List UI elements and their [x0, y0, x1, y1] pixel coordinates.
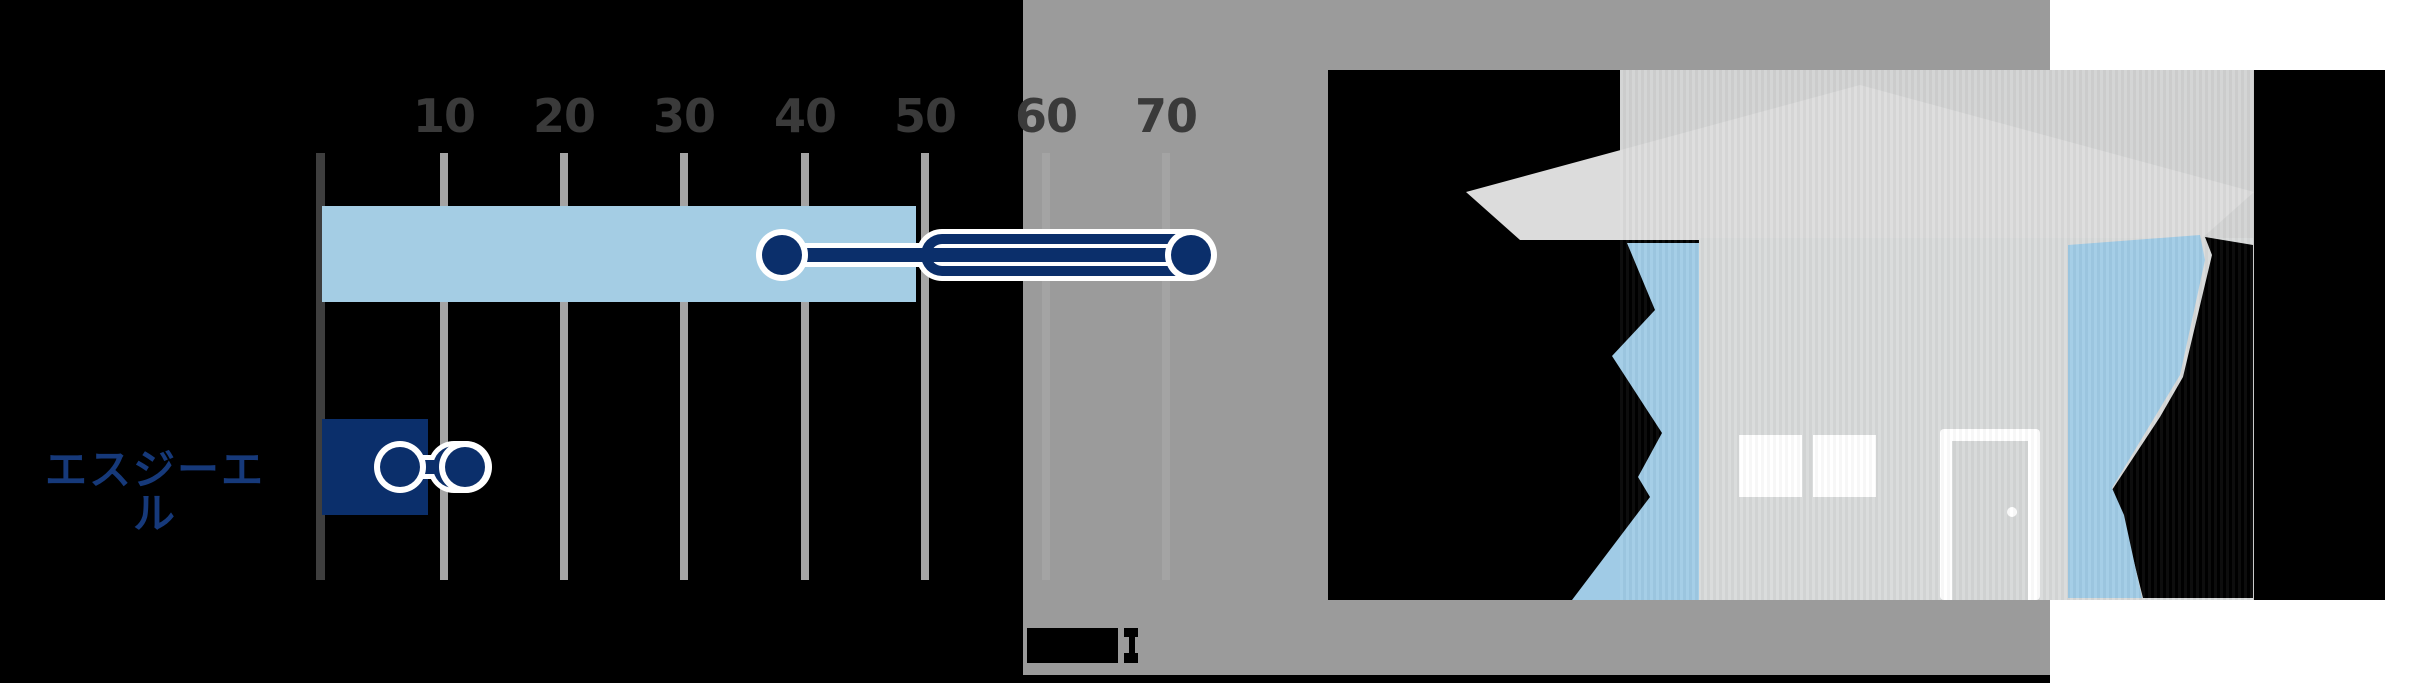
wall-blue-panel-left: [1572, 243, 1699, 600]
redacted-caption-serif-top: [1124, 628, 1138, 637]
wall-blue-panel-right: [2068, 235, 2205, 598]
axis-tick-30: 30: [652, 89, 716, 143]
gridline-40: [801, 153, 809, 580]
house-window-left: [1739, 435, 1802, 497]
gridline-70: [1162, 153, 1170, 580]
house-door-knob: [2007, 507, 2017, 517]
gridline-60: [1042, 153, 1050, 580]
axis-tick-20: 20: [532, 89, 596, 143]
range-dot-high-top: [1171, 235, 1211, 275]
redacted-caption-stem: [1129, 637, 1135, 653]
house-roof: [1466, 85, 2254, 240]
house-window-right: [1813, 435, 1876, 497]
gridline-30: [680, 153, 688, 580]
gridline-10: [440, 153, 448, 580]
axis-tick-50: 50: [893, 89, 957, 143]
right-crack-shadow: [2112, 237, 2253, 598]
y-axis-line: [316, 153, 325, 580]
house-illustration: [1328, 70, 2385, 600]
axis-tick-10: 10: [412, 89, 476, 143]
range-dot-low-top: [762, 235, 802, 275]
axis-tick-60: 60: [1014, 89, 1078, 143]
redacted-caption-serif-bottom: [1124, 653, 1138, 663]
redacted-caption-bar: [1027, 628, 1118, 663]
gridline-50: [921, 153, 929, 580]
gridline-20: [560, 153, 568, 580]
range-line-top: [782, 248, 1192, 262]
category-label-sgl: エスジーエル: [44, 445, 265, 538]
range-dot-high-bottom: [445, 447, 485, 487]
axis-tick-40: 40: [773, 89, 837, 143]
axis-tick-70: 70: [1134, 89, 1198, 143]
range-dot-low-bottom: [380, 447, 420, 487]
house-door: [1952, 441, 2028, 600]
